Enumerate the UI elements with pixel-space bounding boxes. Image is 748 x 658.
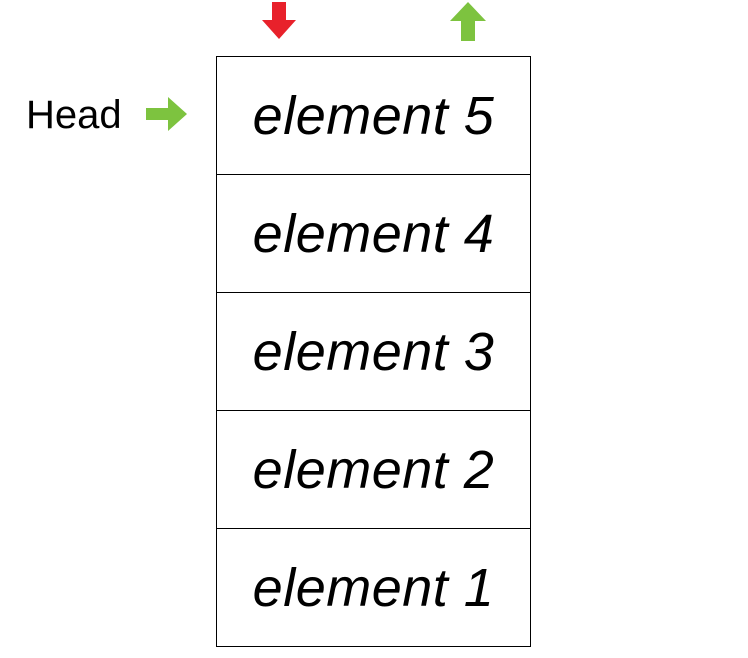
head-label: Head — [26, 93, 122, 137]
stack-element-label: element 1 — [252, 557, 495, 618]
stack-element-label: element 4 — [252, 203, 495, 264]
arrow-right-shape — [146, 97, 187, 131]
arrow-up-shape — [450, 2, 486, 41]
stack-element-label: element 3 — [252, 321, 495, 382]
stack-element: element 4 — [216, 175, 531, 293]
arrow-down-icon — [262, 2, 296, 39]
arrow-up-icon — [450, 2, 486, 41]
stack-element-label: element 5 — [252, 85, 495, 146]
stack-element: element 1 — [216, 529, 531, 647]
stack-element-label: element 2 — [252, 439, 495, 500]
stack-element: element 5 — [216, 57, 531, 175]
stack: element 5 element 4 element 3 element 2 … — [216, 56, 531, 647]
arrow-down-shape — [262, 2, 296, 39]
stack-element: element 2 — [216, 411, 531, 529]
stack-element: element 3 — [216, 293, 531, 411]
arrow-right-icon — [146, 97, 187, 131]
